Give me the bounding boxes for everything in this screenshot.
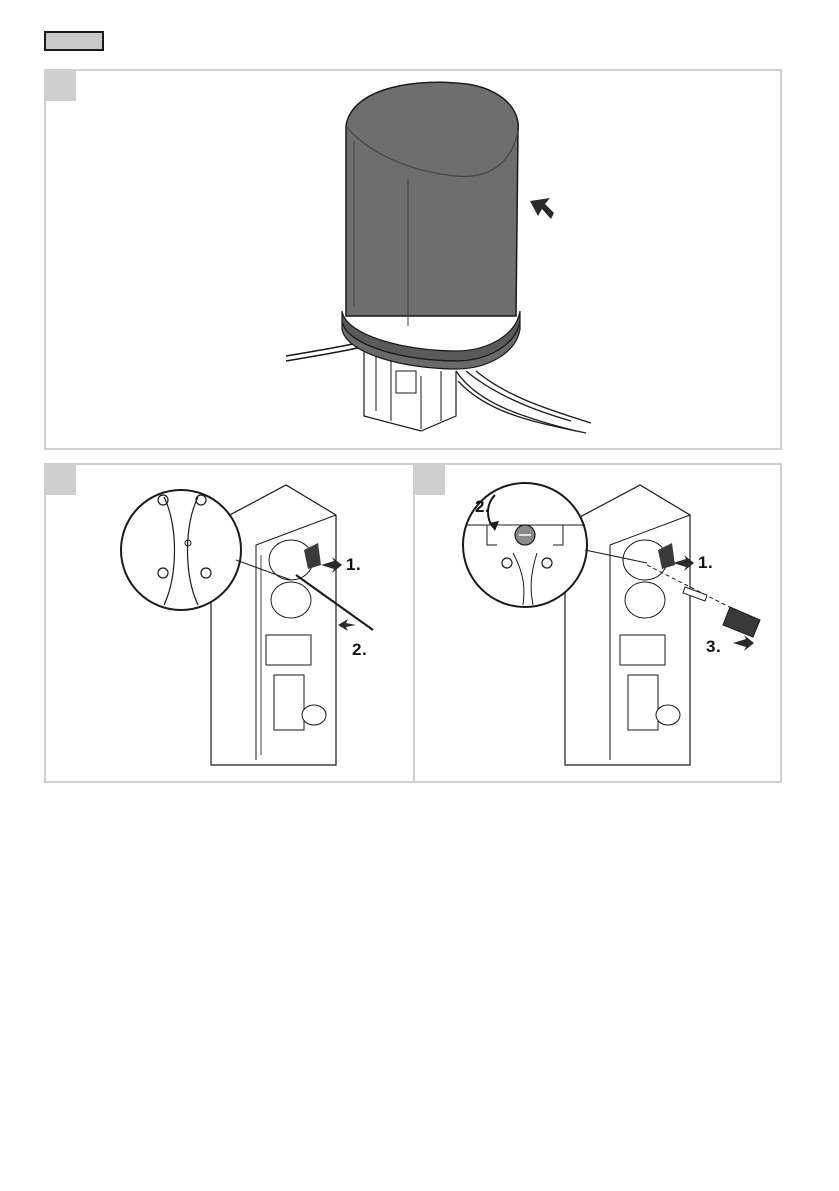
figure-panel-remove: 1. 2. 3. xyxy=(413,463,782,783)
down-arrow-icon xyxy=(530,198,554,219)
figure-panel-unlock: 1. 2. xyxy=(44,463,415,783)
step-2-label: 2. xyxy=(475,497,490,517)
step-2-label: 2. xyxy=(352,640,367,660)
step-1-label: 1. xyxy=(698,553,713,573)
unlock-illustration xyxy=(46,465,417,785)
right-arrow-icon xyxy=(733,635,754,651)
section-marker xyxy=(44,31,104,51)
step-1-label: 1. xyxy=(346,555,361,575)
cover-illustration xyxy=(46,71,784,452)
cover-body xyxy=(346,82,518,316)
step-3-label: 3. xyxy=(706,637,721,657)
remove-illustration xyxy=(415,465,784,785)
detail-magnifier xyxy=(121,490,241,610)
left-arrow-icon xyxy=(338,619,356,631)
figure-panel-cover xyxy=(44,69,782,450)
